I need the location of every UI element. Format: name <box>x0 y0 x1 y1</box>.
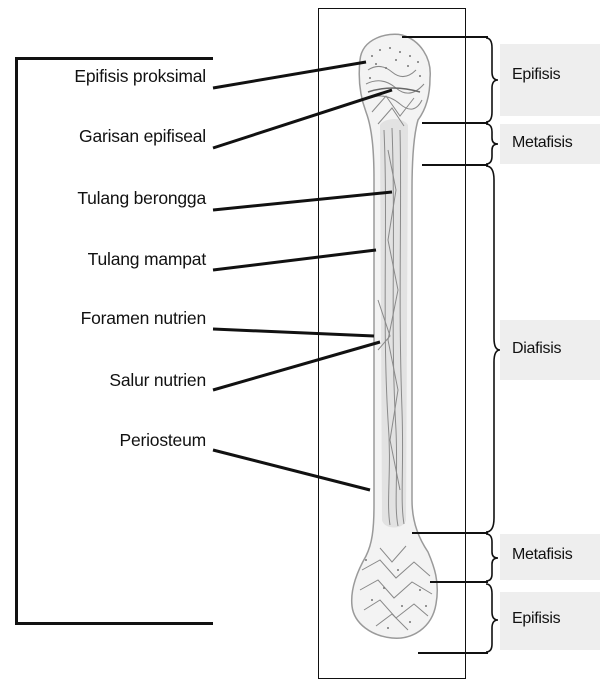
region-epifisis-top: Epifisis <box>500 44 600 116</box>
leader-foramen-nutrien <box>213 329 374 336</box>
label-periosteum: Periosteum <box>119 430 206 451</box>
label-epifisis-proksimal: Epifisis proksimal <box>74 66 206 87</box>
label-foramen-nutrien: Foramen nutrien <box>81 308 206 329</box>
leader-periosteum <box>213 450 370 490</box>
label-garisan-epifiseal: Garisan epifiseal <box>79 126 206 147</box>
brace-metafisis-bottom <box>486 534 498 581</box>
region-metafisis-bottom: Metafisis <box>500 534 600 580</box>
region-metafisis-top: Metafisis <box>500 124 600 164</box>
brace-epifisis-bottom <box>486 584 498 652</box>
label-tulang-mampat: Tulang mampat <box>88 249 206 270</box>
leader-tulang-mampat <box>213 250 376 270</box>
brace-metafisis-top <box>486 124 498 164</box>
label-tulang-berongga: Tulang berongga <box>77 188 206 209</box>
region-epifisis-bottom: Epifisis <box>500 592 600 650</box>
brace-epifisis-top <box>486 38 498 122</box>
leader-garisan-epifiseal <box>213 90 392 148</box>
region-braces <box>486 38 500 652</box>
label-salur-nutrien: Salur nutrien <box>109 370 206 391</box>
leader-epifisis-proksimal <box>213 62 366 88</box>
leader-salur-nutrien <box>213 342 380 390</box>
leader-tulang-berongga <box>213 192 392 210</box>
brace-diafisis <box>486 166 500 532</box>
region-diafisis: Diafisis <box>500 320 600 380</box>
leader-lines <box>213 62 392 490</box>
